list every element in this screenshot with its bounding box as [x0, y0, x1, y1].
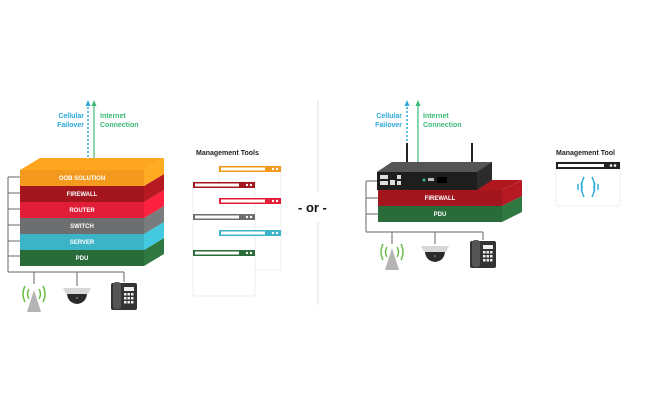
- cellular-failover-label: Cellular Failover: [44, 112, 84, 130]
- stack-layer-switch: SWITCH: [20, 206, 164, 234]
- right-internet-connection-label: Internet Connection: [423, 112, 473, 130]
- management-tools-title: Management Tools: [196, 150, 259, 157]
- internet-label-line2: Connection: [100, 122, 139, 129]
- right-desk-phone-icon: [470, 240, 496, 268]
- management-window-bar: [219, 198, 281, 204]
- stack-layer-router: ROUTER: [20, 190, 164, 218]
- stack-layer-label: SWITCH: [70, 224, 94, 230]
- management-tool-logo-icon: [577, 176, 599, 198]
- right-cellular-failover-label: Cellular Failover: [360, 112, 402, 130]
- stack-layer-label: SERVER: [70, 240, 95, 246]
- stack-layer-label: OOB SOLUTION: [59, 176, 105, 182]
- right-cellular-arrow: [404, 100, 410, 165]
- management-window-bar: [219, 166, 281, 172]
- cellular-label-line1: Cellular: [58, 113, 84, 120]
- internet-arrow: [91, 100, 97, 165]
- stack-layer-server: SERVER: [20, 222, 164, 250]
- management-window-bar: [193, 182, 255, 188]
- left-connection-lines: [7, 176, 125, 286]
- cellular-label-line2: Failover: [57, 122, 84, 129]
- console-server-device-icon: [377, 143, 492, 190]
- management-tool-title: Management Tool: [556, 150, 615, 157]
- stack-layer-pdu: PDU: [378, 196, 522, 222]
- stack-layer-label: FIREWALL: [67, 192, 98, 198]
- stack-layer-label: FIREWALL: [425, 196, 456, 202]
- stack-layer-firewall: FIREWALL: [20, 174, 164, 202]
- security-camera-icon: [63, 288, 91, 304]
- management-window-bar: [193, 250, 255, 256]
- management-window-bar: [219, 230, 281, 236]
- stack-layer-oob-solution: OOB SOLUTION: [20, 158, 164, 186]
- right-cellular-label-line2: Failover: [375, 122, 402, 129]
- stack-layer-label: PDU: [76, 256, 89, 262]
- stack-layer-pdu: PDU: [20, 238, 164, 266]
- cellular-arrow: [85, 100, 91, 165]
- right-internet-arrow: [415, 100, 421, 165]
- right-cellular-label-line1: Cellular: [376, 113, 402, 120]
- desk-phone-icon: [111, 282, 137, 310]
- internet-connection-label: Internet Connection: [100, 112, 150, 130]
- stack-layer-label: PDU: [434, 212, 447, 218]
- right-connection-lines: [365, 180, 484, 244]
- stack-layer-label: ROUTER: [69, 208, 95, 214]
- wireless-access-point-icon: [22, 285, 46, 312]
- management-tool-window: [555, 161, 621, 207]
- left-stack: PDU SERVER SWITCH ROUTER FIREWALL OOB SOLUTIO…: [20, 158, 164, 266]
- right-internet-label-line1: Internet: [423, 113, 449, 120]
- internet-label-line1: Internet: [100, 113, 126, 120]
- or-separator: - or -: [298, 200, 327, 215]
- right-wireless-access-point-icon: [380, 243, 404, 270]
- management-tools-windows: [192, 165, 282, 297]
- right-security-camera-icon: [421, 246, 449, 262]
- management-window-bar: [193, 214, 255, 220]
- right-internet-label-line2: Connection: [423, 122, 462, 129]
